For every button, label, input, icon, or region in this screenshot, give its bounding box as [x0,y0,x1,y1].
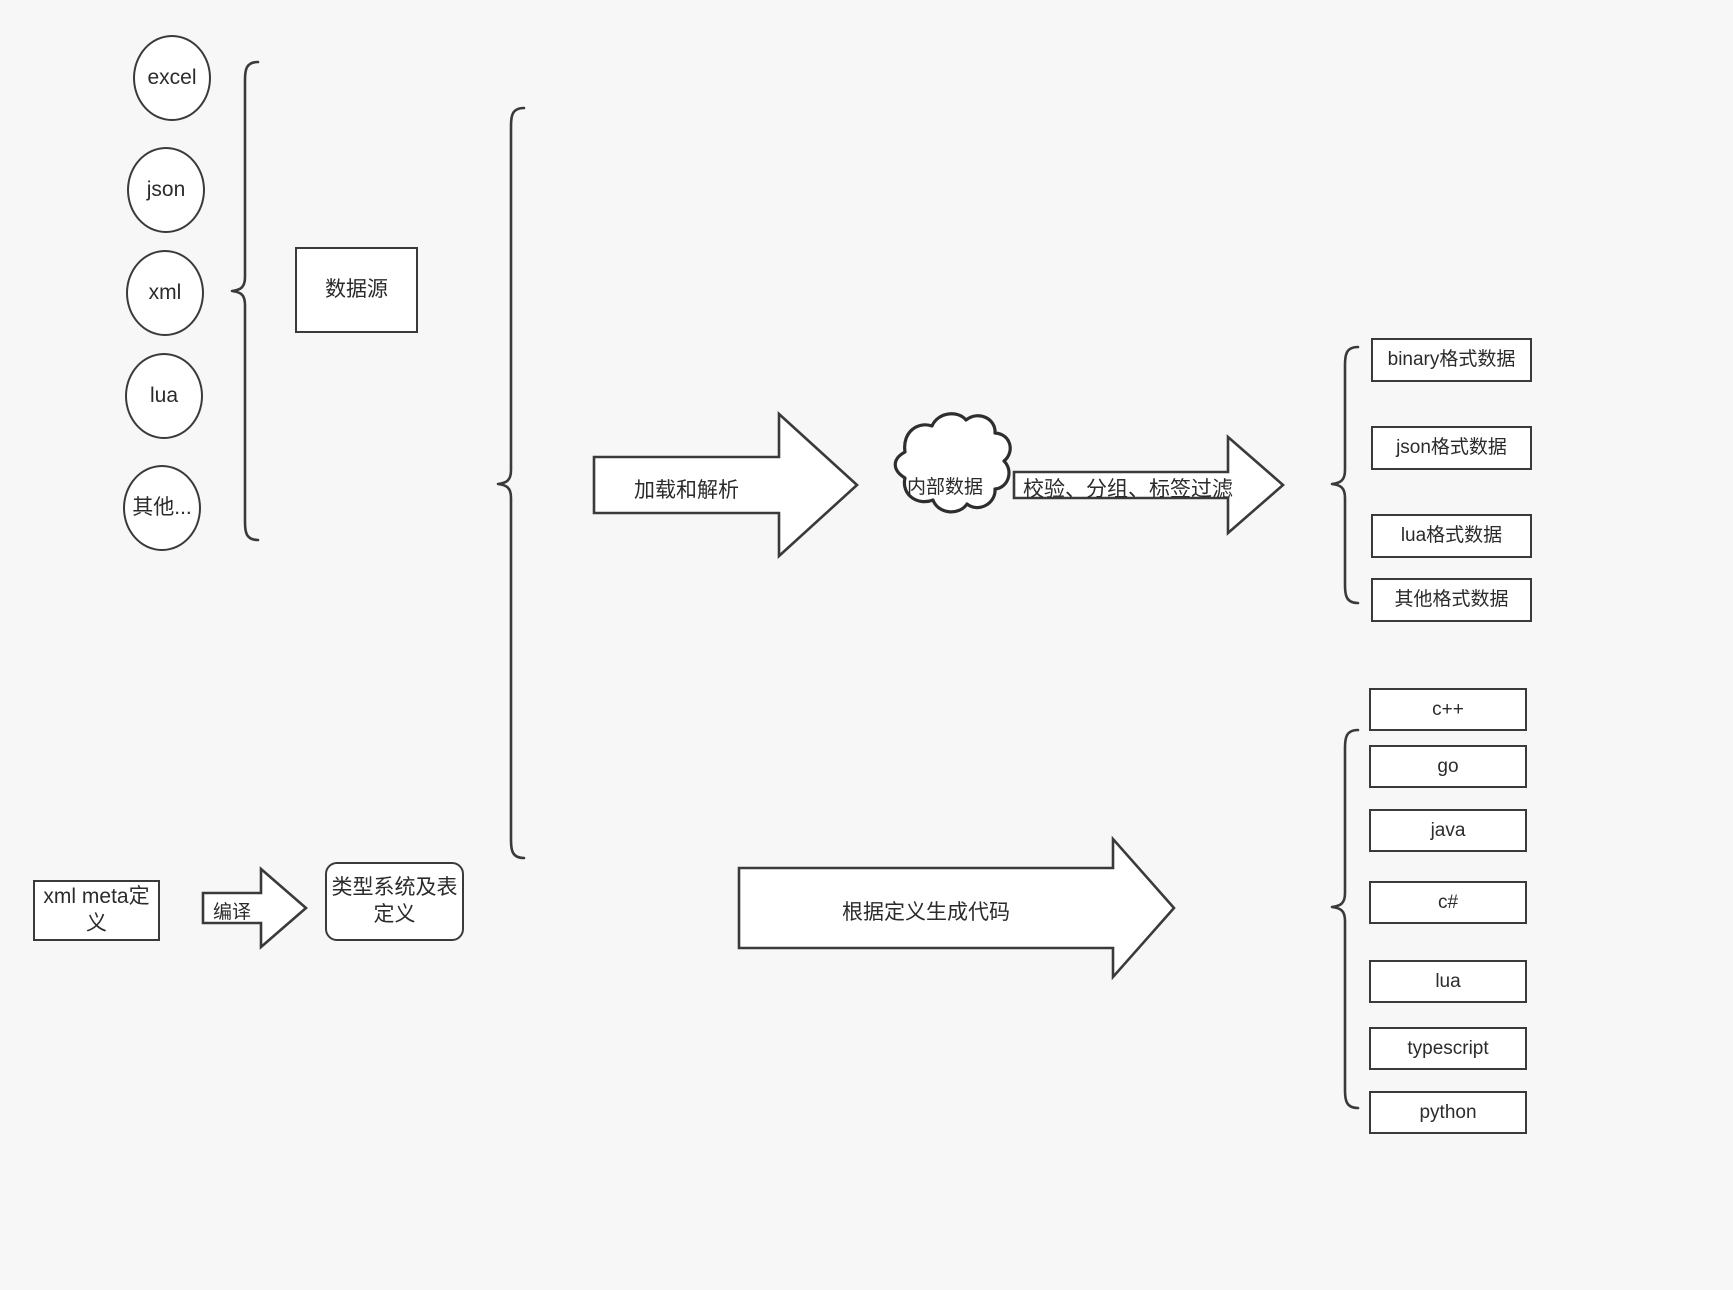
brace-output-formats [1330,345,1360,605]
output-language-label: python [1419,1101,1477,1123]
output-format-label: json格式数据 [1396,437,1507,459]
source-node-xml[interactable]: xml [126,250,204,336]
output-language-lua[interactable]: lua [1369,960,1527,1003]
source-label: 其他... [132,495,192,519]
output-language-label: c# [1437,891,1459,913]
source-label: xml [148,280,182,304]
data-source-group-box[interactable]: 数据源 [295,247,418,333]
brace-output-languages [1330,728,1360,1110]
brace-pipeline-input [496,106,526,860]
type-system-definition-label-line1: 类型系统及表 [331,876,458,900]
output-format-binary[interactable]: binary格式数据 [1371,338,1532,382]
output-format-label: 其他格式数据 [1394,589,1509,611]
source-label: json [146,177,186,201]
output-language-typescript[interactable]: typescript [1369,1027,1527,1070]
brace-sources [230,60,260,542]
output-language-label: go [1437,755,1459,777]
output-format-json[interactable]: json格式数据 [1371,426,1532,470]
output-language-cpp[interactable]: c++ [1369,688,1527,731]
type-system-definition-box[interactable]: 类型系统及表 定义 [325,862,464,941]
source-node-json[interactable]: json [127,147,205,233]
output-language-label: java [1430,819,1466,841]
source-label: excel [147,65,197,89]
source-node-excel[interactable]: excel [133,35,211,121]
xml-meta-definition-label-line1: xml meta定 [43,885,150,909]
source-node-other[interactable]: 其他... [123,465,201,551]
output-language-java[interactable]: java [1369,809,1527,852]
output-format-other[interactable]: 其他格式数据 [1371,578,1532,622]
xml-meta-definition-box[interactable]: xml meta定 义 [33,880,160,941]
output-language-label: typescript [1407,1037,1489,1059]
output-format-label: lua格式数据 [1400,525,1503,547]
output-format-lua[interactable]: lua格式数据 [1371,514,1532,558]
type-system-definition-label-line2: 定义 [373,902,416,926]
source-node-lua[interactable]: lua [125,353,203,439]
output-language-go[interactable]: go [1369,745,1527,788]
arrow-filter-label: 校验、分组、标签过滤 [1023,478,1233,501]
source-label: lua [149,383,179,407]
xml-meta-definition-label-line2: 义 [86,911,107,935]
arrow-load-parse-label: 加载和解析 [634,479,739,502]
output-format-label: binary格式数据 [1387,349,1516,371]
output-language-label: c++ [1432,698,1464,720]
data-source-group-label: 数据源 [325,277,388,301]
output-language-python[interactable]: python [1369,1091,1527,1134]
cloud-internal-data-label: 内部数据 [906,477,983,498]
arrow-codegen-label: 根据定义生成代码 [842,901,1010,924]
output-language-label: lua [1435,970,1461,992]
output-language-csharp[interactable]: c# [1369,881,1527,924]
arrow-compile-label: 编译 [212,902,251,923]
